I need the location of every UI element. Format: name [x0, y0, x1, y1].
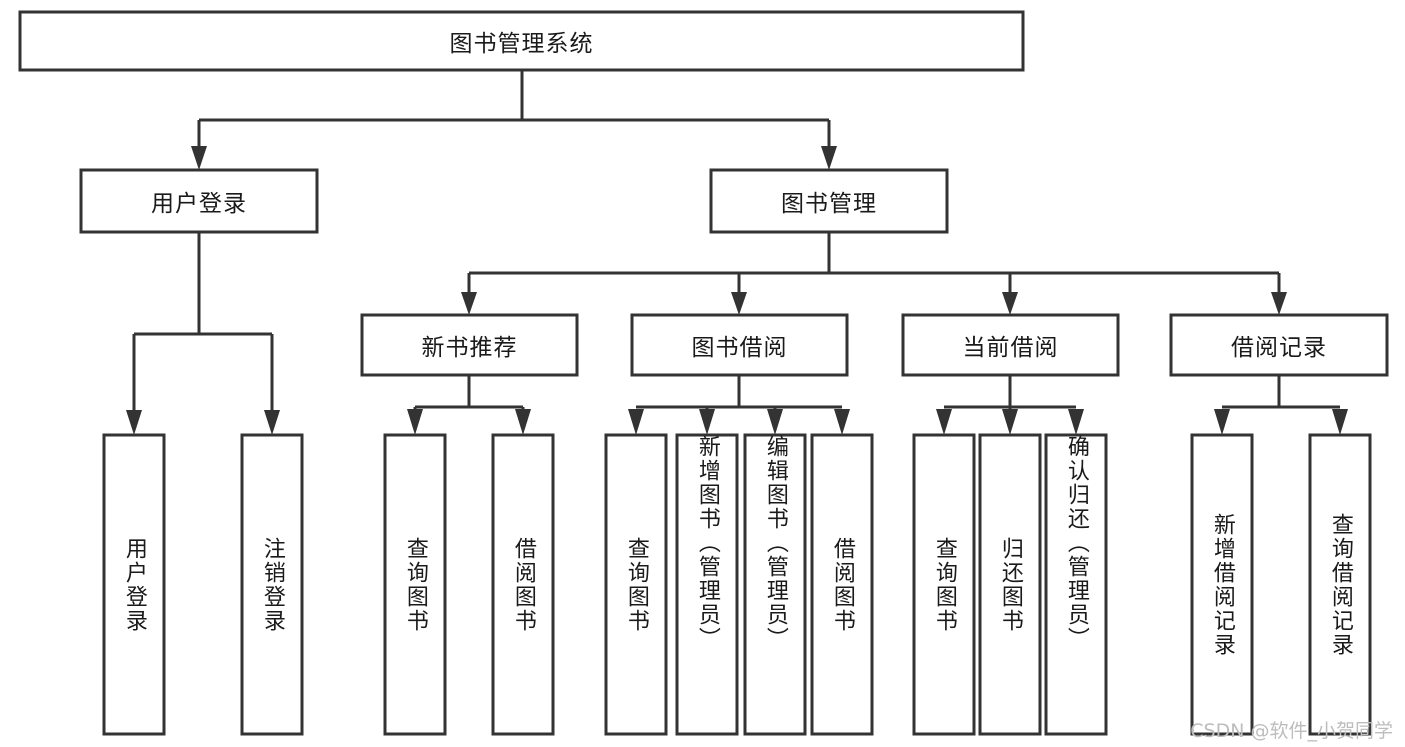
- arrow-head-leaf-user-login: [126, 410, 142, 435]
- node-leaf-borrow-book-1[interactable]: [491, 433, 555, 736]
- arrow-head-current-borrow: [1002, 292, 1018, 315]
- arrow-head-book-mgmt: [821, 146, 837, 170]
- node-new-book-rec[interactable]: [360, 313, 579, 377]
- node-leaf-add-book[interactable]: [675, 433, 739, 736]
- node-leaf-borrow-book-2[interactable]: [810, 433, 874, 736]
- arrow-head-user-login: [191, 146, 207, 170]
- arrow-head-leaf-add-record: [1214, 409, 1230, 435]
- arrow-head-book-borrow: [731, 292, 747, 315]
- node-borrow-record[interactable]: [1169, 313, 1389, 377]
- node-leaf-logout[interactable]: [240, 433, 304, 736]
- arrow-head-leaf-edit-book: [767, 409, 783, 435]
- arrow-head-leaf-borrow-book-1: [515, 409, 531, 435]
- nodes-layer: [18, 10, 1389, 736]
- node-current-borrow[interactable]: [901, 313, 1120, 377]
- arrow-head-leaf-query-book-3: [936, 409, 952, 435]
- node-book-borrow[interactable]: [630, 313, 849, 377]
- arrow-head-leaf-query-record: [1332, 409, 1348, 435]
- node-leaf-user-login[interactable]: [102, 433, 166, 736]
- arrow-head-leaf-add-book: [699, 409, 715, 435]
- node-book-mgmt[interactable]: [709, 168, 949, 234]
- watermark-text: CSDN @软件_小贺同学: [1190, 720, 1393, 742]
- node-root[interactable]: [18, 10, 1025, 72]
- arrow-head-leaf-confirm-return: [1068, 409, 1084, 435]
- node-leaf-edit-book[interactable]: [743, 433, 807, 736]
- node-leaf-query-book-3[interactable]: [912, 433, 976, 736]
- node-leaf-return-book[interactable]: [978, 433, 1042, 736]
- node-leaf-query-book-2[interactable]: [604, 433, 668, 736]
- node-leaf-query-record[interactable]: [1308, 433, 1372, 736]
- node-leaf-confirm-return[interactable]: [1044, 433, 1108, 736]
- arrow-head-leaf-query-book-2: [628, 409, 644, 435]
- node-user-login[interactable]: [79, 168, 319, 234]
- arrow-head-leaf-return-book: [1002, 409, 1018, 435]
- node-leaf-query-book-1[interactable]: [383, 433, 447, 736]
- node-leaf-add-record[interactable]: [1190, 433, 1254, 736]
- arrow-head-leaf-borrow-book-2: [834, 409, 850, 435]
- arrow-head-leaf-query-book-1: [407, 409, 423, 435]
- arrow-head-borrow-record: [1271, 292, 1287, 315]
- connectors-layer: [126, 70, 1348, 435]
- arrow-head-leaf-logout: [264, 410, 280, 435]
- arrow-head-new-book-rec: [461, 292, 477, 315]
